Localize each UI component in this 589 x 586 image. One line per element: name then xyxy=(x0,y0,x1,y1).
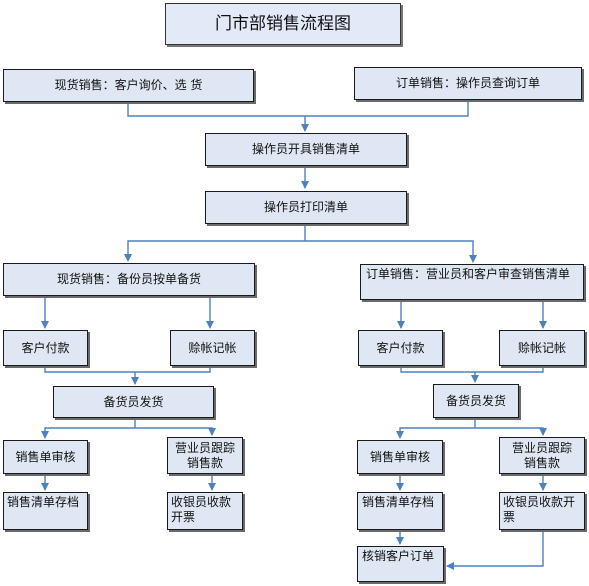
node-right-cashier: 收银员收款开票 xyxy=(499,492,585,530)
node-print-list: 操作员打印清单 xyxy=(205,191,407,224)
node-right-audit: 销售单审核 xyxy=(357,440,443,474)
node-verify-order: 核销客户订单 xyxy=(357,546,444,582)
node-right-archive: 销售清单存档 xyxy=(357,492,443,530)
node-left-ship: 备货员发货 xyxy=(53,386,214,418)
arrow-to-order-review xyxy=(305,240,477,263)
node-left-audit: 销售单审核 xyxy=(3,440,88,474)
arrow-cashier-to-verify xyxy=(446,530,544,570)
node-left-archive: 销售清单存档 xyxy=(3,492,88,530)
diagram-title: 门市部销售流程图 xyxy=(165,3,401,45)
node-right-credit: 赊帐记帐 xyxy=(499,330,585,366)
node-spot-prepare: 现货销售：备份员按单备货 xyxy=(3,263,255,296)
node-issue-sales-list: 操作员开具销售清单 xyxy=(205,133,407,166)
arrow-to-right-track xyxy=(475,427,547,436)
node-right-ship: 备货员发货 xyxy=(433,384,519,418)
connector-spot-inquiry-merge xyxy=(127,102,305,117)
connector-order-query-merge xyxy=(305,100,469,117)
node-left-credit: 赊帐记帐 xyxy=(170,330,255,366)
connector-right-pay-merge xyxy=(400,366,544,373)
node-left-track: 营业员跟踪销售款 xyxy=(167,437,243,474)
arrow-to-spot-prepare xyxy=(124,240,305,262)
node-order-sale-query: 订单销售：操作员查询订单 xyxy=(354,67,582,100)
node-right-customer-pay: 客户付款 xyxy=(358,330,443,366)
node-order-review: 订单销售：营业员和客户审查销售清单 xyxy=(360,264,584,300)
connector-left-pay-merge xyxy=(44,366,211,373)
node-right-track: 营业员跟踪销售款 xyxy=(499,437,585,474)
node-left-cashier: 收银员收款开票 xyxy=(167,492,243,530)
arrow-to-left-audit xyxy=(41,427,135,439)
node-spot-sale-inquiry: 现货销售：客户询价、选 货 xyxy=(3,69,254,102)
arrow-to-left-track xyxy=(135,427,216,436)
node-left-customer-pay: 客户付款 xyxy=(3,330,88,366)
arrow-to-right-audit xyxy=(396,427,475,439)
